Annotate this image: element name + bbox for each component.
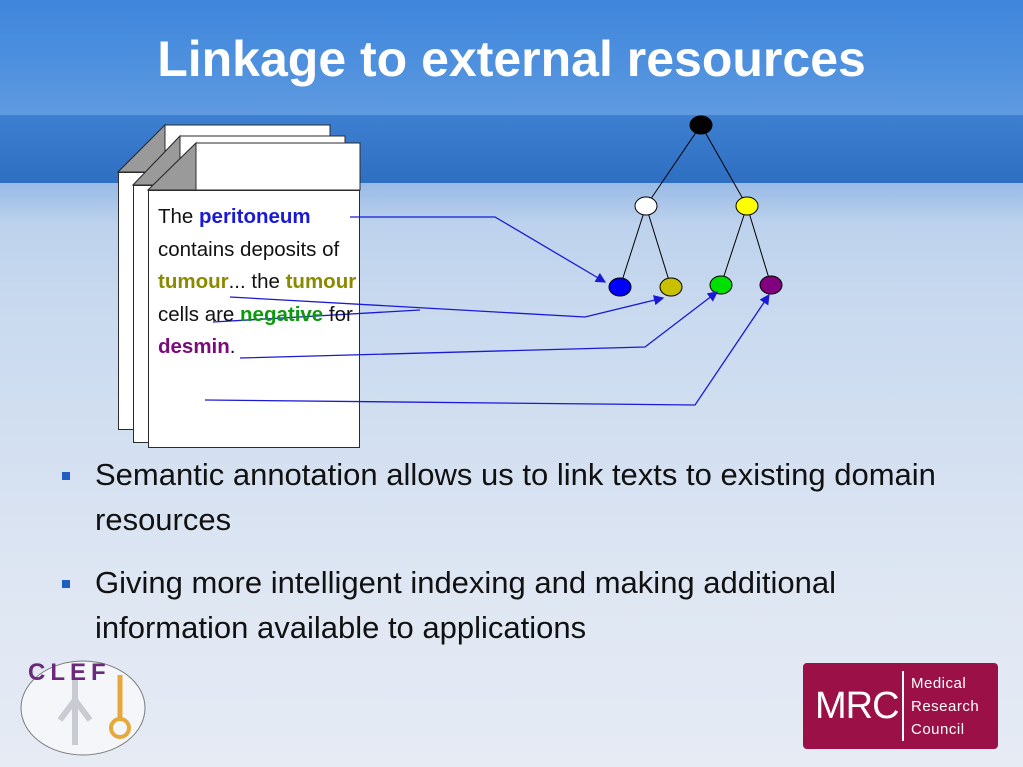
link-tumour-1 xyxy=(229,295,665,318)
link-negative xyxy=(239,291,719,359)
tree-leaf-olive xyxy=(659,277,683,297)
document-text-segment: The xyxy=(158,205,200,228)
document-text-segment: for xyxy=(323,302,353,326)
page-back-fold xyxy=(116,123,166,173)
document-keyword: tumour xyxy=(285,270,357,293)
tree-node-left xyxy=(634,196,658,216)
tree-leaf-green xyxy=(709,275,733,295)
mrc-logo-line: Research xyxy=(911,698,980,715)
mrc-logo-line: Council xyxy=(911,721,965,738)
tree-node-right xyxy=(735,196,759,216)
link-tumour-2 xyxy=(212,309,421,323)
document-page-front xyxy=(148,190,360,448)
tree-leaf-blue xyxy=(608,277,632,297)
document-text-segment: cells are xyxy=(158,302,241,326)
bullet-square-icon xyxy=(62,472,70,480)
link-arrows xyxy=(204,216,770,406)
mrc-logo-divider xyxy=(902,671,904,741)
mrc-logo-full-name: Medical Research Council xyxy=(911,672,979,741)
link-desmin xyxy=(204,293,770,406)
document-text: The peritoneum contains deposits of tumo… xyxy=(158,201,363,364)
document-keyword: peritoneum xyxy=(199,205,311,228)
mrc-logo: MRC Medical Research Council xyxy=(803,663,998,749)
mrc-logo-abbr: MRC xyxy=(815,685,900,727)
document-keyword: desmin xyxy=(158,335,230,358)
slide-title: Linkage to external resources xyxy=(157,31,866,87)
bullet-item: Semantic annotation allows us to link te… xyxy=(62,452,992,542)
tree-node-root xyxy=(689,115,713,135)
document-text-segment: ... the xyxy=(228,270,286,293)
tree-leaf-purple xyxy=(759,275,783,295)
clef-logo: CLEF xyxy=(20,659,146,756)
bullet-text: Giving more intelligent indexing and mak… xyxy=(95,565,837,645)
clef-logo-text: CLEF xyxy=(28,659,111,686)
document-text-segment: contains deposits of xyxy=(158,237,340,261)
page-front-fold xyxy=(146,141,197,191)
document-keyword: negative xyxy=(240,302,324,326)
tree-edges xyxy=(619,124,772,288)
document-keyword: tumour xyxy=(158,270,229,293)
bullet-text: Semantic annotation allows us to link te… xyxy=(95,457,936,537)
bullet-item: Giving more intelligent indexing and mak… xyxy=(62,560,992,650)
document-text-segment: . xyxy=(229,335,236,358)
title-bar xyxy=(0,0,1023,115)
mrc-logo-line: Medical xyxy=(911,675,967,692)
link-peritoneum xyxy=(350,216,607,283)
bullet-square-icon xyxy=(62,580,70,588)
bullet-list: Semantic annotation allows us to link te… xyxy=(62,452,992,668)
